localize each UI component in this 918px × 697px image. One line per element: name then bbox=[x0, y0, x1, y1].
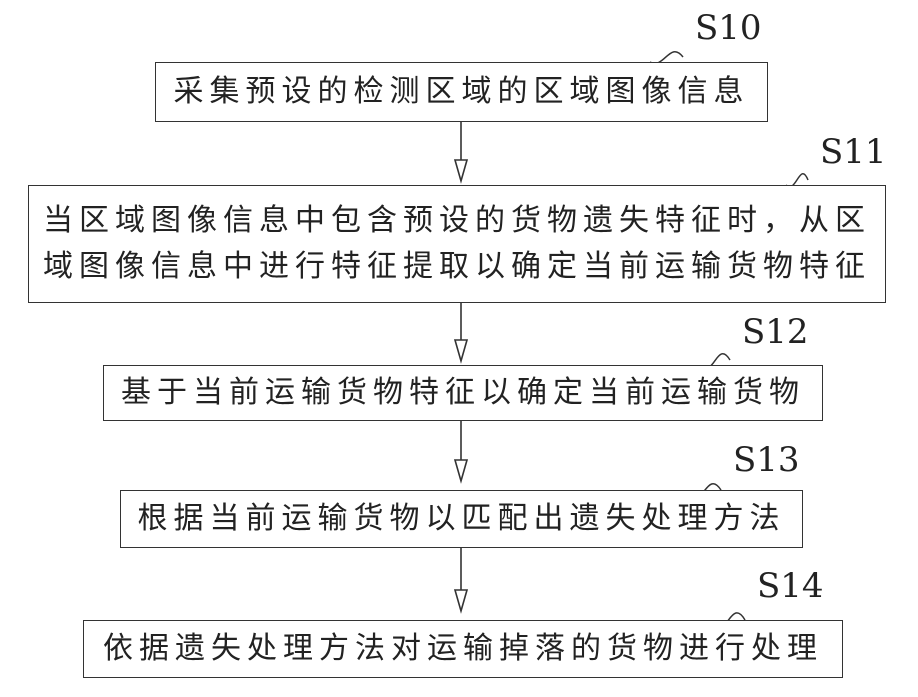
step-text-s11-line1: 当区域图像信息中包含预设的货物遗失特征时，从区 bbox=[43, 198, 871, 244]
step-box-s14: 依据遗失处理方法对运输掉落的货物进行处理 bbox=[83, 620, 843, 678]
step-text-s14: 依据遗失处理方法对运输掉落的货物进行处理 bbox=[103, 626, 823, 672]
step-label-s14: S14 bbox=[757, 566, 824, 606]
step-label-s13: S13 bbox=[733, 440, 800, 480]
step-text-s10: 采集预设的检测区域的区域图像信息 bbox=[174, 69, 750, 115]
step-box-s13: 根据当前运输货物以匹配出遗失处理方法 bbox=[120, 490, 803, 548]
step-text-s13: 根据当前运输货物以匹配出遗失处理方法 bbox=[138, 496, 786, 542]
arrowhead-s12-s13 bbox=[455, 460, 467, 481]
step-text-s12: 基于当前运输货物特征以确定当前运输货物 bbox=[121, 370, 805, 416]
step-label-s12: S12 bbox=[742, 312, 809, 352]
arrowhead-s13-s14 bbox=[455, 590, 467, 611]
step-text-s11-line2: 域图像信息中进行特征提取以确定当前运输货物特征 bbox=[43, 244, 871, 290]
step-box-s12: 基于当前运输货物特征以确定当前运输货物 bbox=[103, 365, 823, 421]
arrowhead-s11-s12 bbox=[455, 340, 467, 361]
step-box-s11: 当区域图像信息中包含预设的货物遗失特征时，从区 域图像信息中进行特征提取以确定当… bbox=[28, 185, 886, 303]
arrowhead-s10-s11 bbox=[455, 160, 467, 181]
step-box-s10: 采集预设的检测区域的区域图像信息 bbox=[155, 62, 768, 122]
step-label-s10: S10 bbox=[695, 8, 762, 48]
step-label-s11: S11 bbox=[820, 132, 887, 172]
